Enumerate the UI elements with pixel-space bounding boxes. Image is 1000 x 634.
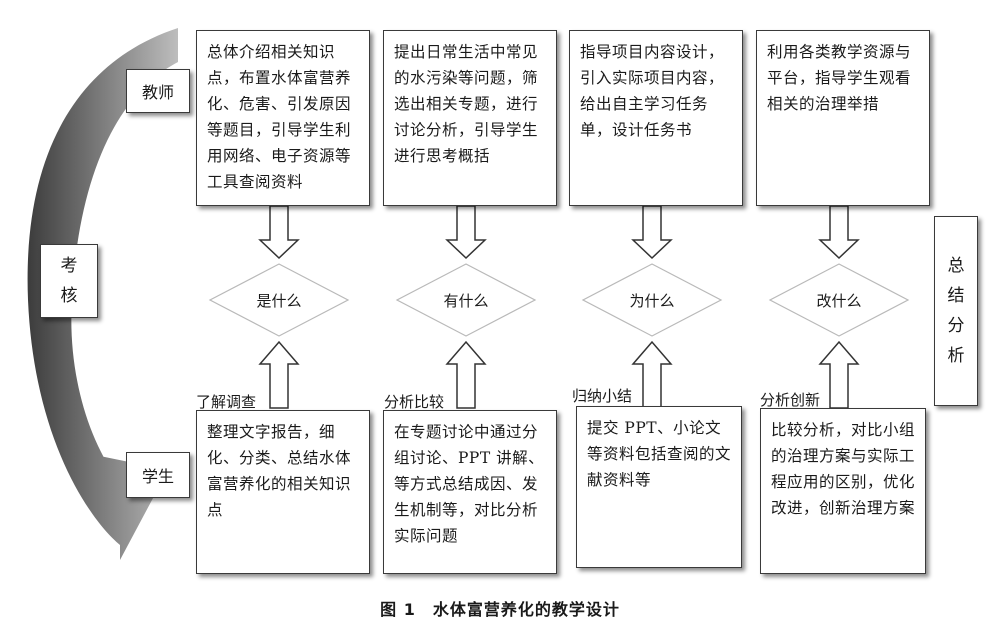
teacher-role-label: 教师 xyxy=(141,83,174,102)
teacher-box-4: 利用各类教学资源与平台，指导学生观看相关的治理举措 xyxy=(756,30,930,206)
question-label-4: 改什么 xyxy=(816,292,862,310)
student-stage-label-4: 分析创新 xyxy=(760,391,821,409)
teacher-text-4: 利用各类教学资源与平台，指导学生观看相关的治理举措 xyxy=(767,43,912,113)
student-stage-label-3: 归纳小结 xyxy=(572,387,633,405)
figure-caption: 图 1 水体富营养化的教学设计 xyxy=(380,600,620,619)
student-stage-label-1: 了解调查 xyxy=(196,393,257,411)
question-label-1: 是什么 xyxy=(256,292,302,310)
assessment-box: 考核 xyxy=(40,244,98,318)
question-label-3: 为什么 xyxy=(629,292,675,310)
question-label-2: 有什么 xyxy=(443,292,489,310)
curved-feedback-arrow xyxy=(27,28,178,560)
assessment-label: 考核 xyxy=(60,256,78,306)
summary-box: 总结分析 xyxy=(934,216,978,406)
student-role-label: 学生 xyxy=(141,467,174,486)
teacher-box-2: 提出日常生活中常见的水污染等问题，筛选出相关专题，进行讨论分析，引导学生进行思考… xyxy=(383,30,557,206)
teacher-text-1: 总体介绍相关知识点，布置水体富营养化、危害、引发原因等题目，引导学生利用网络、电… xyxy=(207,43,352,191)
student-text-1: 整理文字报告，细化、分类、总结水体富营养化的相关知识点 xyxy=(207,423,352,519)
down-arrows xyxy=(258,205,860,260)
student-box-3: 提交 PPT、小论文等资料包括查阅的文献资料等 xyxy=(576,406,742,568)
teacher-text-2: 提出日常生活中常见的水污染等问题，筛选出相关专题，进行讨论分析，引导学生进行思考… xyxy=(394,43,539,165)
teacher-box-1: 总体介绍相关知识点，布置水体富营养化、危害、引发原因等题目，引导学生利用网络、电… xyxy=(196,30,370,206)
teacher-role-box: 教师 xyxy=(126,69,190,113)
summary-label: 总结分析 xyxy=(947,256,965,366)
teacher-box-3: 指导项目内容设计，引入实际项目内容，给出自主学习任务单，设计任务书 xyxy=(569,30,743,206)
student-stage-label-2: 分析比较 xyxy=(384,393,445,411)
student-role-box: 学生 xyxy=(126,452,190,498)
up-arrows xyxy=(258,340,860,409)
student-text-4: 比较分析，对比小组的治理方案与实际工程应用的区别，优化改进，创新治理方案 xyxy=(771,421,916,517)
student-box-1: 整理文字报告，细化、分类、总结水体富营养化的相关知识点 xyxy=(196,410,370,574)
teacher-text-3: 指导项目内容设计，引入实际项目内容，给出自主学习任务单，设计任务书 xyxy=(580,43,725,139)
student-text-2: 在专题讨论中通过分组讨论、PPT 讲解、等方式总结成因、发生机制等，对比分析实际… xyxy=(394,423,545,545)
student-text-3: 提交 PPT、小论文等资料包括查阅的文献资料等 xyxy=(587,419,732,489)
student-box-4: 比较分析，对比小组的治理方案与实际工程应用的区别，优化改进，创新治理方案 xyxy=(760,408,926,574)
student-box-2: 在专题讨论中通过分组讨论、PPT 讲解、等方式总结成因、发生机制等，对比分析实际… xyxy=(383,410,557,574)
question-diamonds xyxy=(208,263,910,337)
